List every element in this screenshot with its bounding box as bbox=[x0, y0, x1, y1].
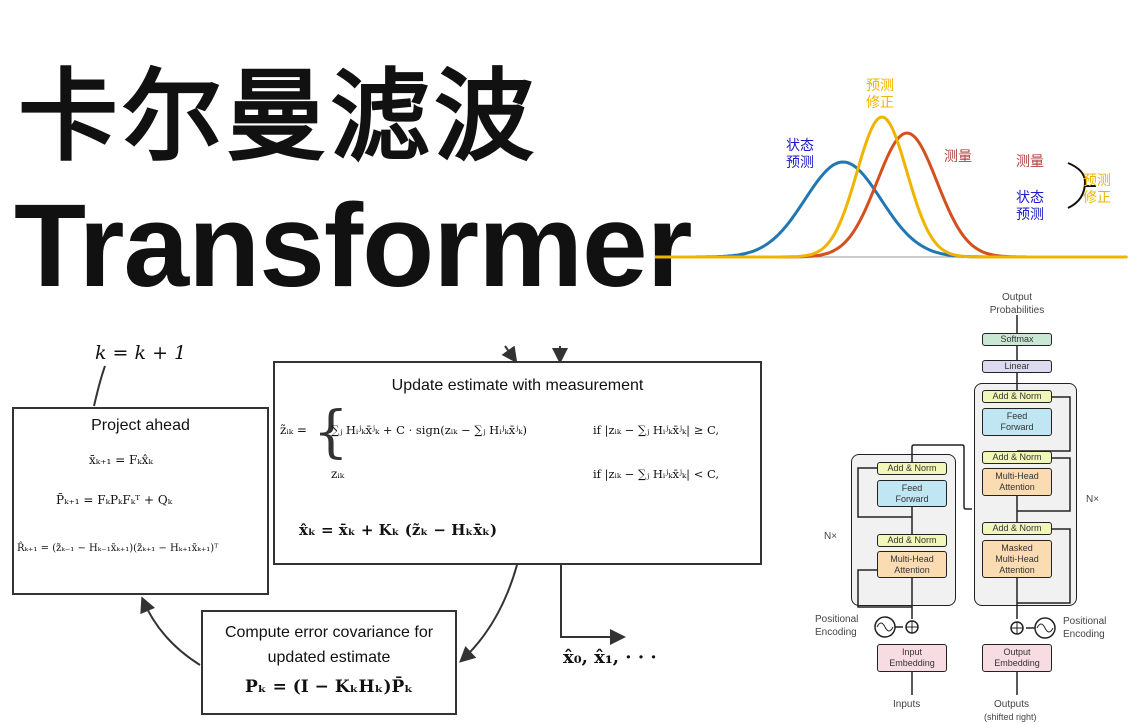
label-prediction-correction: 预测 修正 bbox=[866, 77, 894, 110]
encoder-positional-encoding-label: Positional Encoding bbox=[815, 614, 859, 638]
outputs-label: Outputs bbox=[994, 699, 1030, 710]
label-state-prediction: 状态 预测 bbox=[786, 137, 814, 170]
output-probabilities-label: Output Probabilities bbox=[989, 292, 1045, 316]
encoder-stack bbox=[851, 454, 956, 606]
decoder-add-norm-1: Add & Norm bbox=[982, 522, 1052, 535]
error-covariance-box: Compute error covariance for updated est… bbox=[201, 610, 457, 715]
label-measurement: 测量 bbox=[944, 148, 972, 164]
transformer-arrows bbox=[857, 315, 1071, 695]
case1-condition: if |zᵢₖ − ∑ⱼ Hᵢʲₖx̄ʲₖ| ≥ C, bbox=[593, 423, 720, 437]
state-update-equation: x̂ₖ = x̄ₖ + Kₖ (z̃ₖ − Hₖx̄ₖ) bbox=[299, 521, 498, 539]
project-ahead-box: Project ahead x̄ₖ₊₁ = Fₖx̂ₖ P̄ₖ₊₁ = FₖPₖ… bbox=[12, 407, 269, 595]
case2-expression: zᵢₖ bbox=[331, 467, 345, 481]
update-title: Update estimate with measurement bbox=[391, 377, 644, 394]
title-kalman-filter: 卡尔曼滤波 bbox=[18, 61, 538, 173]
input-embedding: Input Embedding bbox=[877, 644, 947, 672]
encoder-multi-head-attention: Multi-Head Attention bbox=[877, 551, 947, 578]
update-estimate-box: Update estimate with measurement z̃ᵢₖ = … bbox=[273, 361, 762, 565]
legend-prediction-correction: 预测 修正 bbox=[1083, 172, 1111, 205]
decoder-multi-head-attention: Multi-Head Attention bbox=[982, 468, 1052, 496]
covariance-prediction-equation: P̄ₖ₊₁ = FₖPₖFₖᵀ + Qₖ bbox=[56, 493, 173, 507]
project-ahead-title: Project ahead bbox=[91, 417, 190, 434]
encoder-add-norm-2: Add & Norm bbox=[877, 462, 947, 475]
covariance-title: Compute error covariance for updated est… bbox=[224, 624, 434, 666]
output-embedding: Output Embedding bbox=[982, 644, 1052, 672]
covariance-update-equation: Pₖ = (I − KₖHₖ)P̄ₖ bbox=[245, 677, 414, 697]
gaussian-curves bbox=[655, 115, 1128, 259]
masked-multi-head-attention: Masked Multi-Head Attention bbox=[982, 540, 1052, 578]
measurement-curve bbox=[655, 131, 1127, 259]
decoder-add-norm-3: Add & Norm bbox=[982, 390, 1052, 403]
prediction-correction-curve bbox=[655, 115, 1127, 259]
softmax-block: Softmax bbox=[982, 333, 1052, 346]
kalman-arrows bbox=[93, 345, 626, 666]
inputs-label: Inputs bbox=[893, 699, 921, 710]
decoder-add-norm-2: Add & Norm bbox=[982, 451, 1052, 464]
title-transformer: Transformer bbox=[14, 180, 693, 312]
decoder-feed-forward: Feed Forward bbox=[982, 408, 1052, 436]
brace-icon bbox=[1067, 162, 1087, 209]
encoder-feed-forward: Feed Forward bbox=[877, 480, 947, 507]
decoder-nx-label: N× bbox=[1086, 494, 1100, 505]
update-lhs: z̃ᵢₖ = bbox=[280, 423, 307, 437]
encoder-add-norm-1: Add & Norm bbox=[877, 534, 947, 547]
case1-expression: ∑ⱼ Hᵢʲₖx̄ʲₖ + C · sign(zᵢₖ − ∑ⱼ Hᵢʲₖx̄ʲₖ… bbox=[331, 423, 527, 437]
shifted-right-label: (shifted right) bbox=[984, 712, 1037, 722]
decoder-positional-encoding-label: Positional Encoding bbox=[1063, 616, 1107, 640]
state-prediction-equation: x̄ₖ₊₁ = Fₖx̂ₖ bbox=[89, 453, 153, 467]
state-prediction-curve bbox=[655, 160, 1127, 259]
noise-estimate-equation: R̂ₖ₊₁ = (z̃ₖ₋₁ − Hₖ₋₁x̄ₖ₊₁)(z̃ₖ₊₁ − Hₖ₊₁… bbox=[17, 543, 219, 554]
legend-state-prediction: 状态 预测 bbox=[1016, 189, 1044, 222]
case2-condition: if |zᵢₖ − ∑ⱼ Hᵢʲₖx̄ʲₖ| < C, bbox=[593, 467, 720, 481]
estimate-output: x̂₀, x̂₁, · · · bbox=[563, 647, 657, 668]
iteration-label: k = k + 1 bbox=[95, 342, 187, 364]
encoder-nx-label: N× bbox=[824, 531, 838, 542]
legend-measurement: 测量 bbox=[1016, 153, 1044, 169]
linear-block: Linear bbox=[982, 360, 1052, 373]
